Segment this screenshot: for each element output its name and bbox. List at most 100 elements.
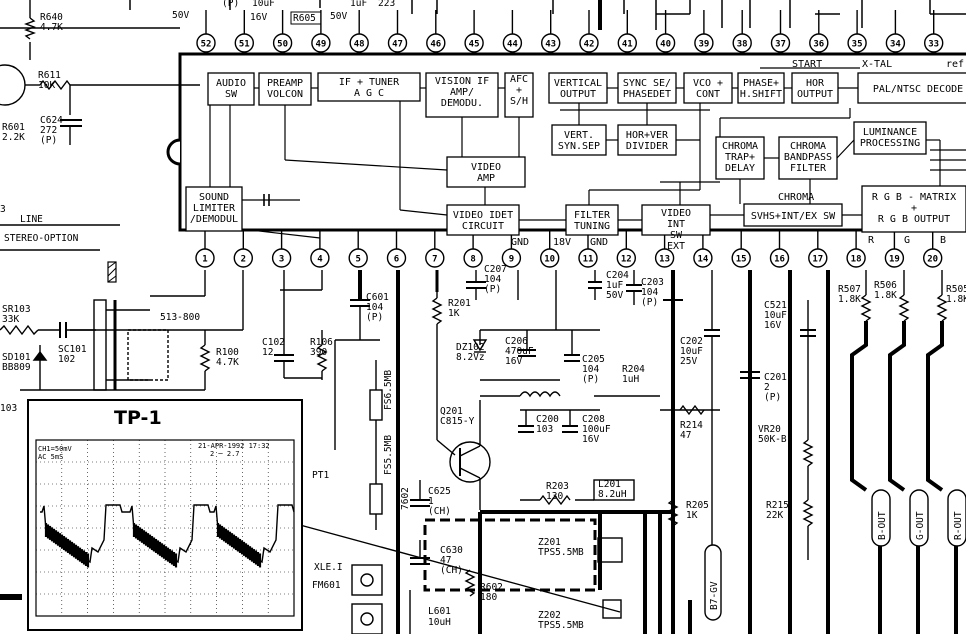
bottom-pin-circle	[501, 248, 522, 268]
bottom-pin-number: 14	[697, 255, 708, 265]
top-pin-number: 46	[430, 40, 441, 50]
component-label-c601: 104	[366, 302, 383, 313]
block-label-vco: VCO +	[693, 78, 723, 89]
component-label-r505: 1.8K	[946, 294, 966, 305]
bottom-pin-number: 15	[736, 255, 747, 265]
block-label-if-tuner: A G C	[354, 88, 384, 99]
component-label-z202: TPS5.5MB	[538, 620, 584, 631]
b-out-label: B-OUT	[877, 511, 888, 540]
top-pin-number: 49	[315, 40, 326, 50]
component-label-r640: 4.7K	[40, 22, 63, 33]
block-label-chroma-trap: DELAY	[725, 163, 755, 174]
component-label-c203: C203	[641, 277, 664, 288]
component-label-c207: (P)	[484, 284, 501, 295]
component-label-r201: R201	[448, 298, 471, 309]
top-pin-number: 44	[507, 40, 518, 50]
block-rgb-matrix	[861, 185, 966, 233]
component-label-r602: 180	[480, 592, 497, 603]
block-label-video-int-ext: VIDEO	[661, 208, 691, 219]
top-pin-circle	[579, 33, 599, 53]
left-circuit	[0, 0, 328, 391]
component-label-sc101: 102	[58, 354, 75, 365]
l601-label: L601	[428, 606, 451, 617]
component-label-c207: 104	[484, 274, 501, 285]
bottom-pin-circle	[348, 248, 368, 268]
fs55-label: FS5.5MB	[383, 435, 394, 475]
line-label: LINE	[20, 214, 43, 225]
scope-panel: TP-1 CH1=50mV AC 5mS 21-APR-1992 17:32 2…	[27, 399, 303, 631]
block-label-vision-if: VISION IF	[435, 76, 489, 87]
component-label-c202: 25V	[680, 356, 697, 367]
component-label-c204: 50V	[606, 290, 623, 301]
component-label-c521: 16V	[764, 320, 781, 331]
block-label-preamp: VOLCON	[267, 89, 303, 100]
label-g: G	[904, 235, 910, 246]
block-label-chroma-bandpass: BANDPASS	[784, 152, 832, 163]
bottom-pin-number: 12	[621, 255, 632, 265]
block-label-sound-limiter: SOUND	[199, 192, 229, 203]
bottom-pin-number: 11	[583, 255, 594, 265]
top-pin-number: 51	[239, 40, 250, 50]
block-label-sound-limiter: /DEMODUL	[190, 214, 238, 225]
bottom-pin-number: 1	[202, 255, 207, 265]
center-circuit	[299, 270, 958, 634]
component-label-r601: 2.2K	[2, 132, 25, 143]
component-label-sd101: SD101	[2, 352, 31, 363]
block-label-luminance: LUMINANCE	[863, 127, 917, 138]
component-labels: R6404.7KR61110KC624272(P)R6012.2KSR10333…	[2, 12, 966, 631]
bottom-pin-circle	[271, 248, 292, 268]
stereo-option-label: STEREO-OPTION	[4, 233, 79, 244]
component-label-c204: 1uF	[606, 280, 623, 291]
top-pin-number: 45	[469, 40, 480, 50]
component-label-vr201: VR20	[758, 424, 781, 435]
top-pin-circle	[732, 33, 752, 53]
block-sync-sep	[617, 72, 677, 104]
component-label-c207: C207	[484, 264, 507, 275]
bottom-pin-number: 16	[774, 255, 785, 265]
component-label-c630: (CH)	[440, 565, 463, 576]
bottom-pin-number: 13	[659, 255, 670, 265]
top-pin-circle	[426, 33, 446, 53]
component-label-c205: C205	[582, 354, 605, 365]
block-if-tuner	[317, 72, 421, 102]
component-label-c624: 272	[40, 125, 57, 136]
top-pin-number: 52	[201, 40, 212, 50]
bottom-pin-circle	[233, 248, 254, 268]
component-label-c206: C206	[505, 336, 528, 347]
component-label-c601: (P)	[366, 312, 383, 323]
component-label-r201: 1K	[448, 308, 460, 319]
component-label-sc101: SC101	[58, 344, 87, 355]
block-label-hor-ver-divider: HOR+VER	[626, 130, 669, 141]
block-label-video-idet: VIDEO IDET	[453, 210, 513, 221]
block-label-filter-tuning: TUNING	[574, 221, 610, 232]
block-label-video-amp: VIDEO	[471, 162, 501, 173]
component-label-sr103: 33K	[2, 314, 19, 325]
block-label-vert-syn-sep: SYN.SEP	[558, 141, 600, 152]
component-label-c625: (CH)	[428, 506, 451, 517]
component-label-sr103: SR103	[2, 304, 31, 315]
block-label-if-tuner: IF + TUNER	[339, 77, 400, 88]
component-label-c521: 10uF	[764, 310, 787, 321]
block-label-audio-sw: AUDIO	[216, 78, 246, 89]
component-label-c203: 104	[641, 287, 658, 298]
label-chroma: CHROMA	[778, 192, 814, 203]
block-label-chroma-trap: TRAP+	[725, 152, 755, 163]
top-pin-circle	[694, 33, 714, 53]
bottom-pin-number: 20	[927, 255, 938, 265]
component-label-c200: 103	[536, 424, 553, 435]
top-10uf: 10uF	[252, 0, 275, 9]
label-gnd-2: GND	[590, 237, 608, 248]
bottom-pin-circle	[769, 248, 790, 268]
block-sound-limiter	[185, 186, 243, 232]
component-label-l201: 8.2uH	[598, 489, 627, 500]
bottom-pin-circle	[310, 248, 330, 268]
top-pin-circle	[770, 33, 791, 53]
top-50v-2: 50V	[330, 11, 347, 22]
top-pin-number: 35	[852, 40, 863, 50]
component-label-r214: R214	[680, 420, 703, 431]
top-pin-circle	[541, 33, 561, 53]
block-label-vertical-output: OUTPUT	[560, 89, 596, 100]
top-pin-number: 38	[737, 40, 748, 50]
component-label-c205: (P)	[582, 374, 599, 385]
